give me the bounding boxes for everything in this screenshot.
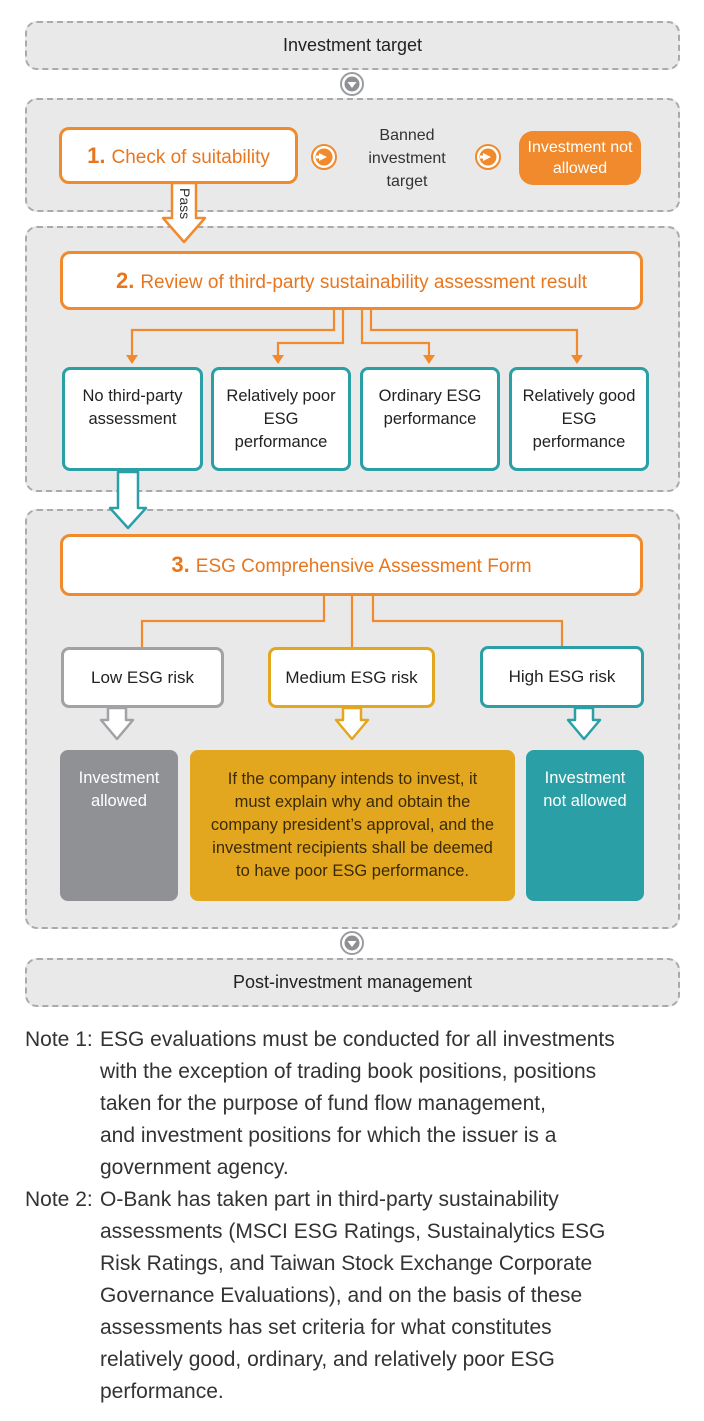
outcome-investment-allowed: Investment allowed — [60, 750, 178, 901]
investment-not-allowed-badge: Investment not allowed — [519, 131, 641, 185]
high-esg-risk-box: High ESG risk — [480, 646, 644, 708]
category-ordinary: Ordinary ESG performance — [360, 367, 500, 471]
outcome-medium-risk-conditions: If the company intends to invest, it mus… — [190, 750, 515, 901]
step1-title: Check of suitability — [111, 146, 270, 168]
outcome-investment-not-allowed: Investment not allowed — [526, 750, 644, 901]
note-line: Risk Ratings, and Taiwan Stock Exchange … — [100, 1252, 593, 1275]
note-2: Note 2: O-Bank has taken part in third-p… — [25, 1184, 685, 1408]
note-line: relatively good, ordinary, and relativel… — [100, 1348, 555, 1371]
note-line: and investment positions for which the i… — [100, 1124, 557, 1147]
right-arrow-icon — [475, 144, 501, 170]
category-relatively-good: Relatively good ESG performance — [509, 367, 649, 471]
low-risk-arrow — [99, 706, 135, 741]
step3-title: ESG Comprehensive Assessment Form — [195, 556, 532, 577]
check-of-suitability-box: 1.Check of suitability — [59, 127, 298, 184]
high-risk-arrow — [566, 706, 602, 741]
investment-target-panel: Investment target — [25, 21, 680, 70]
note-line: taken for the purpose of fund flow manag… — [100, 1092, 546, 1115]
investment-target-label: Investment target — [282, 35, 423, 55]
right-arrow-icon — [311, 144, 337, 170]
medium-esg-risk-box: Medium ESG risk — [268, 647, 435, 708]
post-investment-panel: Post-investment management — [25, 958, 680, 1007]
down-circle-icon — [340, 72, 364, 96]
note-line: assessments (MSCI ESG Ratings, Sustainal… — [100, 1220, 606, 1243]
review-third-party-box: 2.Review of third-party sustainability a… — [60, 251, 643, 310]
step3-number: 3. — [171, 552, 190, 577]
medium-risk-arrow — [334, 706, 370, 741]
note-line: ESG evaluations must be conducted for al… — [100, 1028, 615, 1051]
note-prefix: Note 1: — [25, 1028, 93, 1051]
down-circle-icon — [340, 931, 364, 955]
note-line: performance. — [100, 1380, 224, 1403]
note-line: O-Bank has taken part in third-party sus… — [100, 1188, 559, 1211]
low-esg-risk-box: Low ESG risk — [61, 647, 224, 708]
banned-target-label: Banned investment target — [368, 126, 446, 190]
category-no-assessment: No third-party assessment — [62, 367, 203, 471]
step2-title: Review of third-party sustainability ass… — [140, 271, 588, 293]
category-relatively-poor: Relatively poor ESG performance — [211, 367, 351, 471]
post-investment-label: Post-investment management — [232, 972, 473, 992]
teal-down-arrow — [108, 470, 148, 530]
note-prefix: Note 2: — [25, 1188, 93, 1211]
esg-assessment-form-box: 3.ESG Comprehensive Assessment Form — [60, 534, 643, 596]
pass-arrow — [161, 181, 207, 244]
note-line: assessments has set criteria for what co… — [100, 1316, 552, 1339]
note-line: with the exception of trading book posit… — [100, 1060, 597, 1083]
note-line: Governance Evaluations), and on the basi… — [100, 1284, 583, 1307]
pass-label: Pass — [177, 188, 193, 220]
note-line: government agency. — [100, 1156, 289, 1179]
step2-number: 2. — [115, 267, 135, 293]
note-1: Note 1: ESG evaluations must be conducte… — [25, 1024, 685, 1184]
step1-number: 1. — [87, 142, 106, 168]
